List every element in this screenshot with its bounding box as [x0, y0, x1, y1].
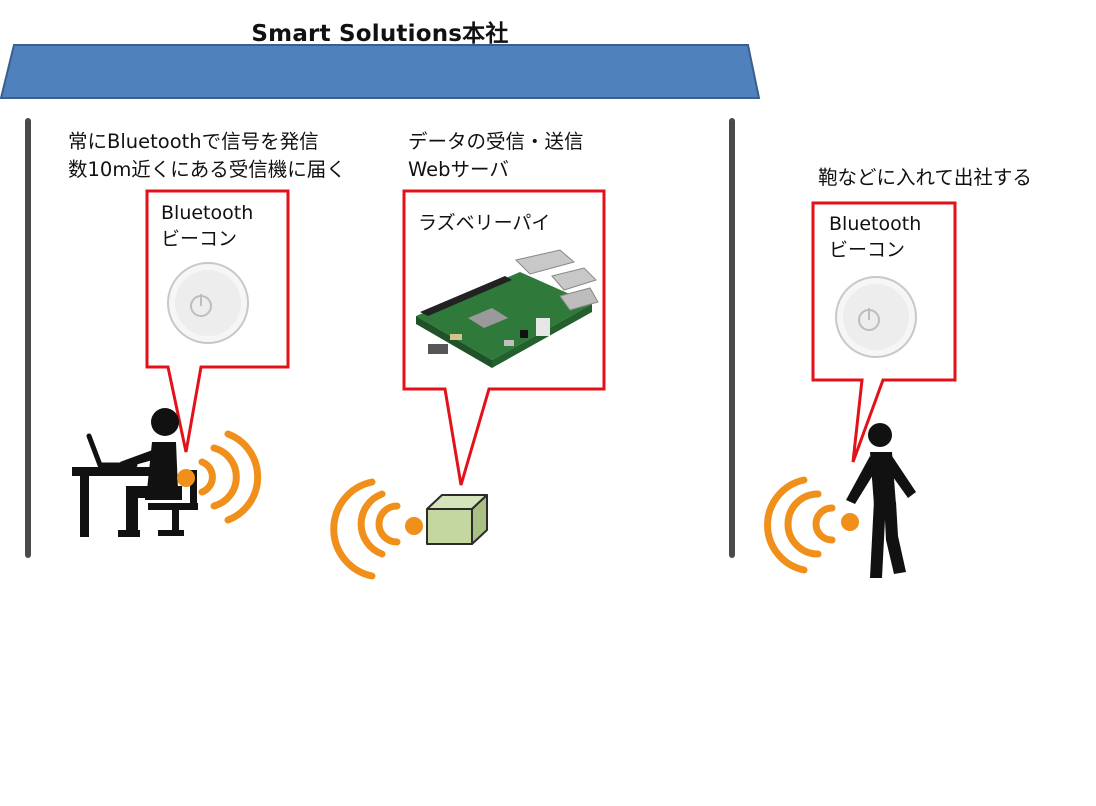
beacon-device-icon — [835, 276, 917, 358]
right-box-label-line1: Bluetooth — [829, 213, 922, 235]
middle-box-label: ラズベリーパイ — [418, 212, 551, 234]
left-caption: 常にBluetoothで信号を発信 数10m近くにある受信機に届く — [68, 128, 346, 184]
beacon-signal-dot — [841, 513, 859, 531]
signal-waves-icon — [764, 476, 836, 574]
page-title: Smart Solutions本社 — [251, 21, 509, 47]
beacon-signal-dot — [177, 469, 195, 487]
left-box-label: Bluetooth ビーコン — [161, 200, 253, 252]
office-roof — [0, 44, 761, 99]
left-caption-line1: 常にBluetoothで信号を発信 — [68, 130, 319, 153]
middle-caption-line1: データの受信・送信 — [408, 130, 584, 153]
right-wall — [729, 118, 735, 558]
signal-waves-icon — [330, 478, 401, 580]
left-box-label-line2: ビーコン — [161, 228, 238, 250]
left-wall — [25, 118, 31, 558]
right-caption: 鞄などに入れて出社する — [818, 166, 1032, 189]
receiver-box-icon — [426, 494, 488, 545]
middle-caption: データの受信・送信 Webサーバ — [408, 128, 584, 184]
person-at-desk-icon — [72, 408, 198, 537]
receiver-signal-dot — [405, 517, 423, 535]
right-box-label-line2: ビーコン — [829, 239, 906, 261]
signal-waves-icon — [198, 430, 262, 524]
beacon-device-icon — [167, 262, 249, 344]
right-box-label: Bluetooth ビーコン — [829, 211, 921, 263]
raspberry-pi-board-icon — [416, 249, 599, 368]
walking-person-icon — [846, 423, 916, 578]
middle-caption-line2: Webサーバ — [408, 158, 509, 181]
left-caption-line2: 数10m近くにある受信機に届く — [68, 158, 346, 181]
left-box-label-line1: Bluetooth — [161, 202, 254, 224]
